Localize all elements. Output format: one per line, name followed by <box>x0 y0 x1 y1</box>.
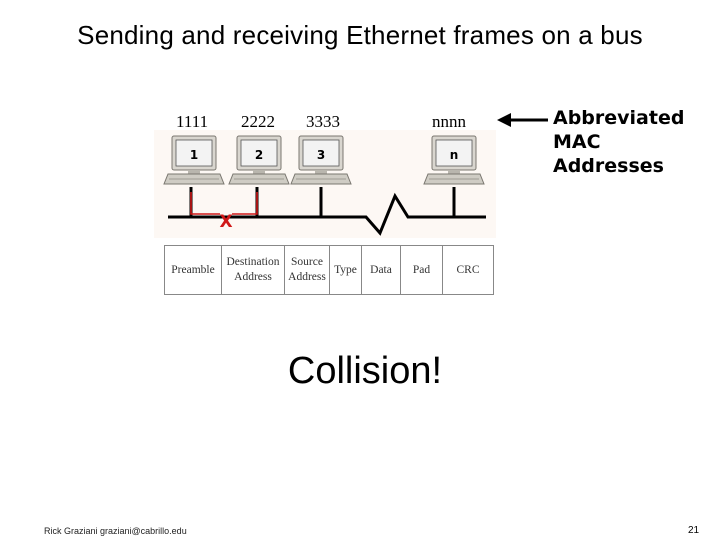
mac-note-line: Abbreviated <box>553 107 685 129</box>
mac-address-note: Abbreviated MAC Addresses <box>553 106 684 178</box>
computer-2: 2 <box>228 135 290 185</box>
collision-signal <box>190 192 258 215</box>
computer-1: 1 <box>163 135 225 185</box>
arrow-icon <box>497 113 548 127</box>
slide-title: Sending and receiving Ethernet frames on… <box>77 20 643 50</box>
ethernet-frame-table: Preamble Destination Address Source Addr… <box>164 245 494 295</box>
computer-n: n <box>423 135 485 185</box>
address-label-2: 2222 <box>241 112 275 131</box>
page-number: 21 <box>688 525 700 536</box>
frame-field-data: Data <box>361 245 401 295</box>
frame-field-type: Type <box>329 245 362 295</box>
footer-author: Rick Graziani graziani@cabrillo.edu <box>44 526 187 536</box>
computer-label: 2 <box>255 148 263 162</box>
computer-label: n <box>450 148 459 162</box>
frame-field-source: Source Address <box>284 245 330 295</box>
collision-heading: Collision! <box>287 350 443 392</box>
address-label-3: 3333 <box>306 112 340 131</box>
frame-field-pad: Pad <box>400 245 443 295</box>
address-label-1: 1111 <box>176 112 209 131</box>
computer-label: 1 <box>190 148 198 162</box>
collision-x-mark: X <box>219 212 232 232</box>
computer-3: 3 <box>290 135 352 185</box>
computer-label: 3 <box>317 148 325 162</box>
frame-field-crc: CRC <box>442 245 494 295</box>
address-label-n: nnnn <box>432 112 466 131</box>
frame-field-destination: Destination Address <box>221 245 285 295</box>
mac-note-line: MAC <box>553 131 601 153</box>
frame-field-preamble: Preamble <box>164 245 222 295</box>
mac-note-line: Addresses <box>553 155 664 177</box>
